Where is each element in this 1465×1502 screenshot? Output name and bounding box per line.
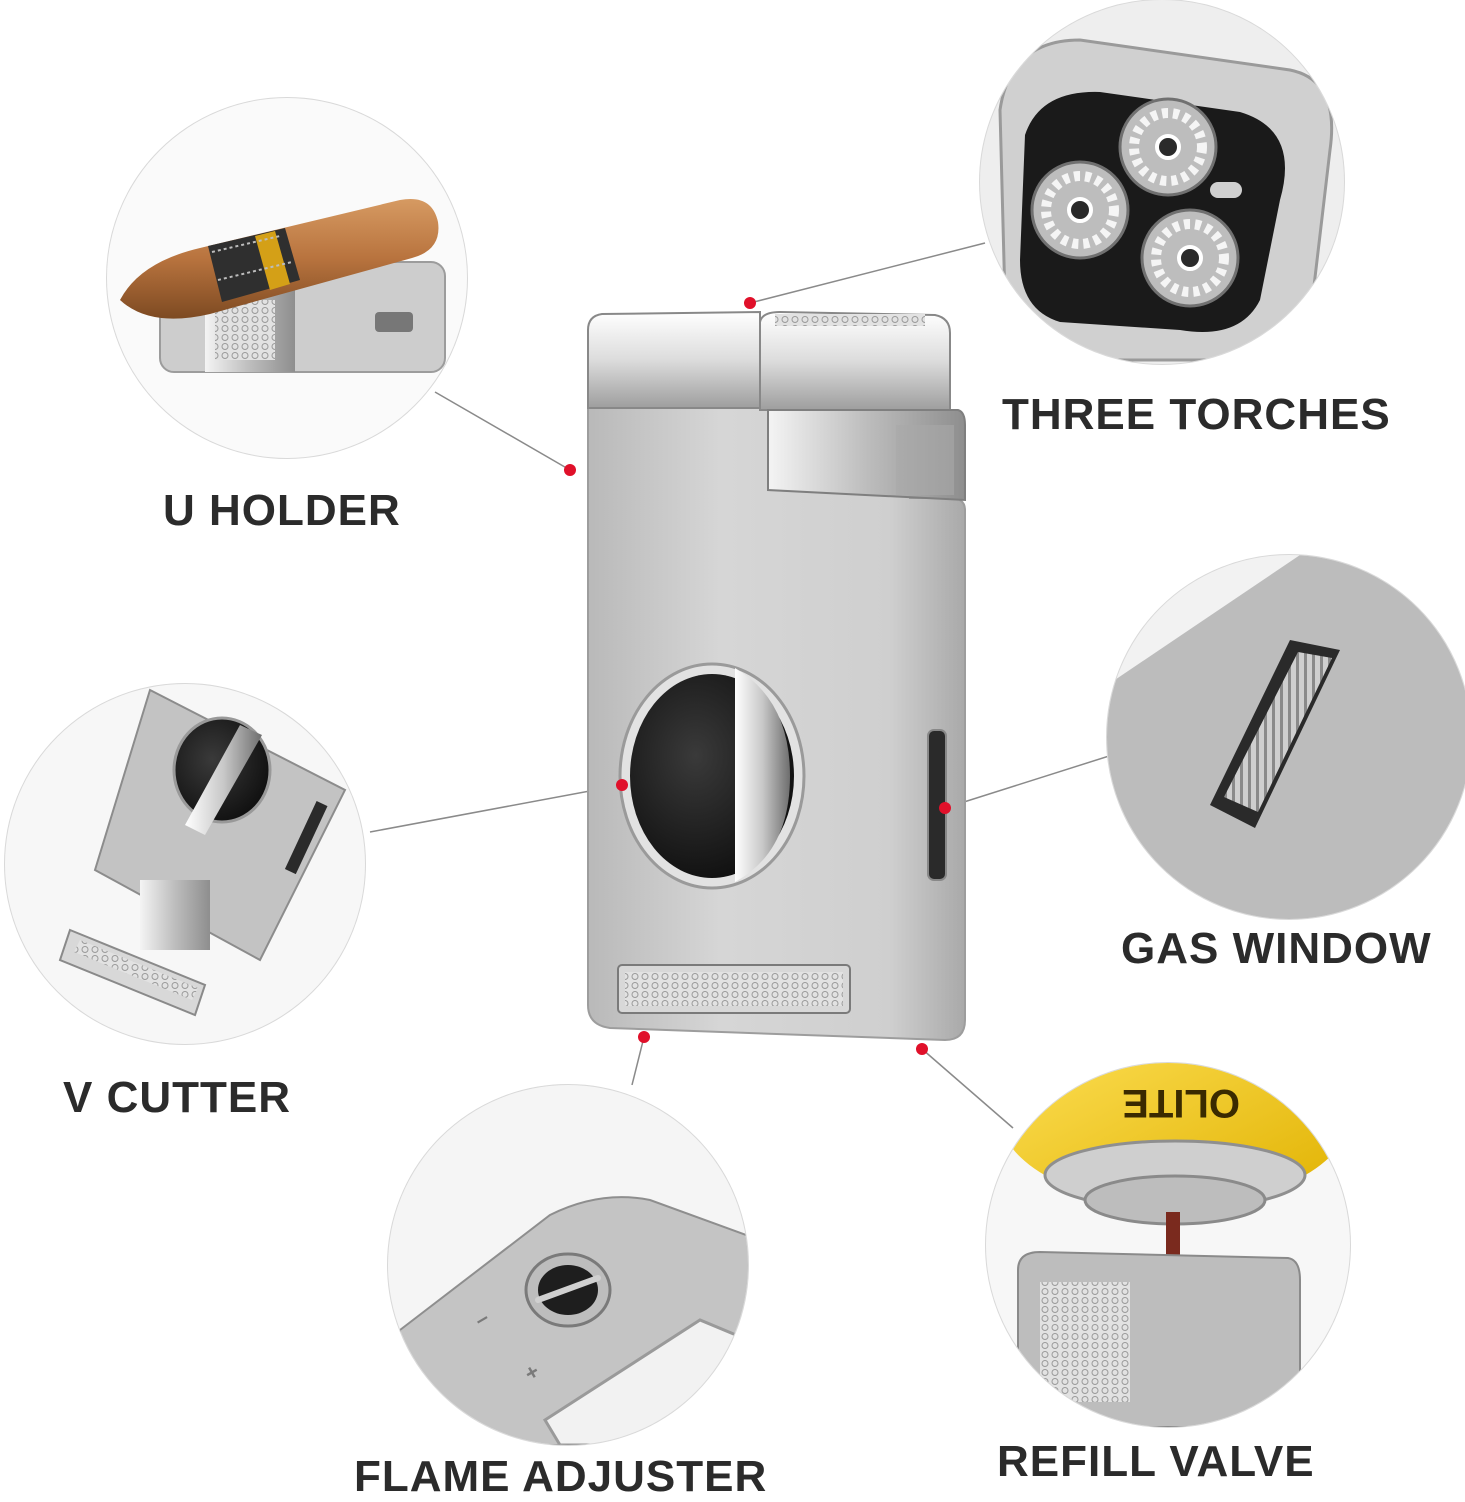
gas-window-detail — [1106, 554, 1465, 920]
label-v-cutter: V CUTTER — [63, 1073, 291, 1122]
torch-nozzle-icon — [1030, 97, 1240, 308]
leader-lines — [369, 242, 1129, 1129]
leader-line-flame-adjuster — [631, 1036, 645, 1086]
marker-dots — [564, 297, 951, 1055]
label-refill-valve: REFILL VALVE — [997, 1437, 1315, 1486]
lighter-product — [564, 297, 966, 1055]
label-gas-window: GAS WINDOW — [1121, 924, 1432, 973]
can-brand-text: OLITE — [1122, 1081, 1240, 1125]
three-torches-detail — [979, 0, 1345, 365]
leader-line-refill — [921, 1048, 1014, 1129]
flame-adjuster-detail: – + — [387, 1084, 749, 1446]
u-holder-detail — [106, 97, 468, 459]
gas-window-icon — [1210, 640, 1340, 828]
leader-line-gas-window — [944, 749, 1129, 809]
leader-line-v-cutter — [369, 784, 623, 833]
v-cutter-detail — [4, 683, 366, 1045]
cigar-icon — [120, 198, 439, 319]
leader-line-torches — [749, 242, 986, 304]
label-flame-adjuster: FLAME ADJUSTER — [354, 1452, 768, 1501]
refill-valve-detail: OLITE — [985, 1062, 1351, 1428]
label-three-torches: THREE TORCHES — [1002, 390, 1391, 439]
v-cutter-icon — [172, 716, 272, 835]
leader-line-u-holder — [434, 391, 571, 471]
label-u-holder: U HOLDER — [163, 486, 401, 535]
flame-adjuster-icon — [524, 1252, 612, 1328]
